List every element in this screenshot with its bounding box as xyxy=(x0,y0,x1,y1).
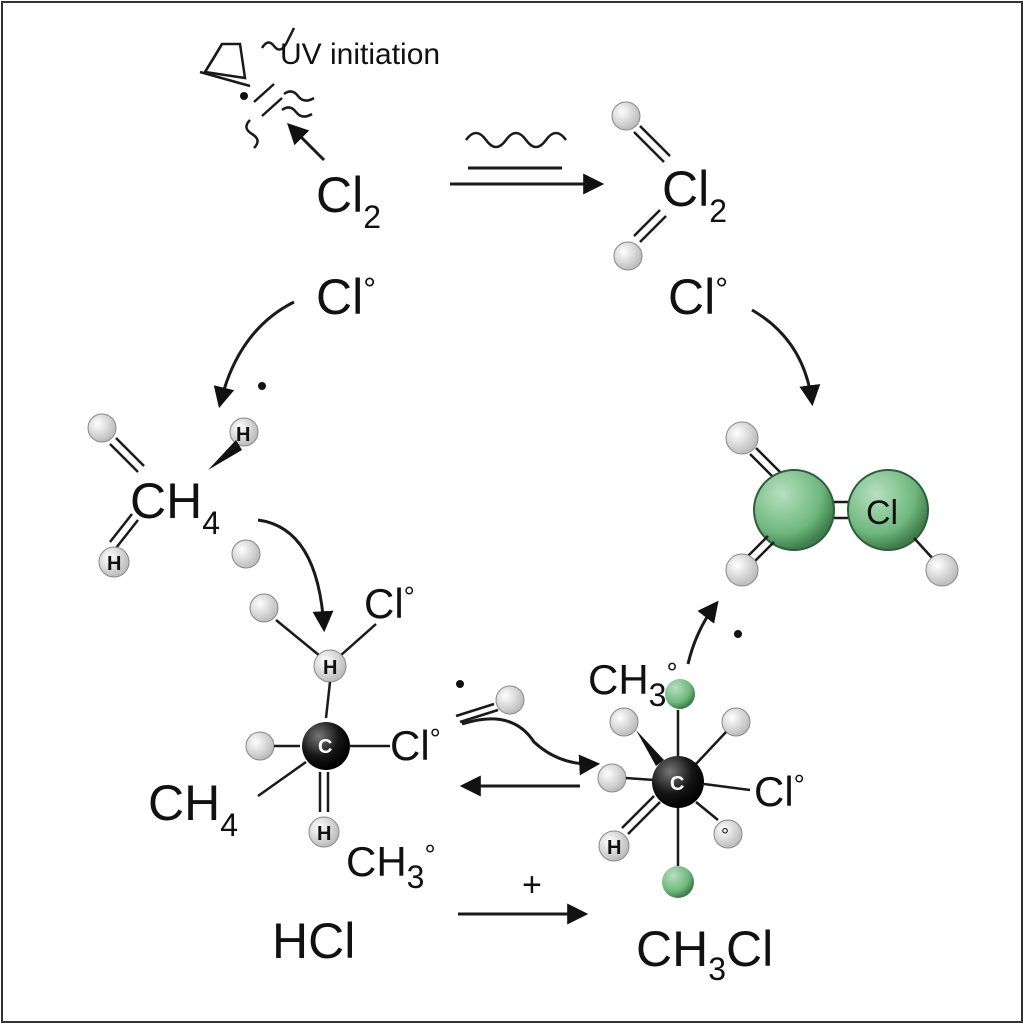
radical-dot xyxy=(456,680,464,688)
hydrogen-atom xyxy=(231,539,261,569)
svg-text:H: H xyxy=(236,424,250,446)
wedge-bond xyxy=(208,440,242,470)
hv-wave xyxy=(464,131,568,149)
svg-text:C: C xyxy=(670,773,684,795)
svg-text:H: H xyxy=(107,553,121,575)
hydrogen-atom xyxy=(925,553,959,587)
ch3cl-product: CH3Cl xyxy=(636,921,773,987)
cl-radical-left: Cl° xyxy=(316,269,376,325)
wedge-bond xyxy=(636,730,664,766)
hydrogen-atom xyxy=(229,417,259,447)
hydrogen-atom xyxy=(495,685,525,715)
hydrogen-atom xyxy=(613,241,643,271)
plus-sign: + xyxy=(522,866,542,904)
hydrogen-atom xyxy=(87,413,117,443)
hydrogen-atom xyxy=(721,707,751,737)
hydrogen-atom xyxy=(611,101,641,131)
svg-text:H: H xyxy=(323,657,337,679)
uv-wave-icon xyxy=(245,27,315,149)
hydrogen-atom xyxy=(725,553,759,587)
carbon-atom xyxy=(652,756,704,808)
ch3-radical-left: CH3° xyxy=(346,838,436,895)
cl-radical-ch3cl: Cl° xyxy=(754,768,805,815)
chlorine-atom xyxy=(665,679,695,709)
cl2-left: Cl2 xyxy=(316,167,381,235)
hydrogen-atom xyxy=(597,763,627,793)
svg-text:°: ° xyxy=(721,825,729,847)
svg-text:H: H xyxy=(317,823,331,845)
hcl-product: HCl xyxy=(272,913,355,969)
cl2-right: Cl2 xyxy=(662,161,727,229)
radical-dot xyxy=(240,92,248,100)
hydrogen-atom xyxy=(713,819,743,849)
arrow-cl-to-ch4 xyxy=(213,300,295,409)
hydrogen-atom xyxy=(609,707,639,737)
carbon-atom xyxy=(302,722,350,770)
hydrogen-atom xyxy=(98,546,130,578)
chlorine-atom xyxy=(847,469,929,551)
arrow-transition-to-right xyxy=(461,717,601,776)
uv-initiation-label: UV initiation xyxy=(280,38,440,71)
cl-radical-bonded: Cl° xyxy=(390,722,441,769)
hydrogen-atom xyxy=(598,830,630,862)
cl-radical-transition: Cl° xyxy=(364,580,415,627)
hydrogen-atom xyxy=(725,421,759,455)
hydrogen-atom xyxy=(308,816,340,848)
ch4-lower: CH4 xyxy=(148,775,238,843)
arrow-ch4-to-transition xyxy=(257,518,334,633)
radical-dot xyxy=(258,382,266,390)
uv-arrow xyxy=(287,123,326,162)
cl-atom-label: Cl xyxy=(866,494,898,532)
ch3-radical-right: CH3° xyxy=(588,656,678,713)
arrow-cl-to-hcl xyxy=(751,308,821,407)
hydrogen-atom xyxy=(249,593,279,623)
radical-dot xyxy=(734,630,742,638)
arrow-to-hcl-molecule xyxy=(686,600,719,665)
chlorine-atom xyxy=(753,469,835,551)
chlorine-atom xyxy=(662,866,694,898)
ch4-upper: CH4 xyxy=(130,473,220,541)
svg-text:H: H xyxy=(607,837,621,859)
lamp-icon xyxy=(199,42,251,88)
hydrogen-atom xyxy=(245,731,275,761)
svg-text:C: C xyxy=(318,736,332,758)
cl-radical-right: Cl° xyxy=(668,269,728,325)
